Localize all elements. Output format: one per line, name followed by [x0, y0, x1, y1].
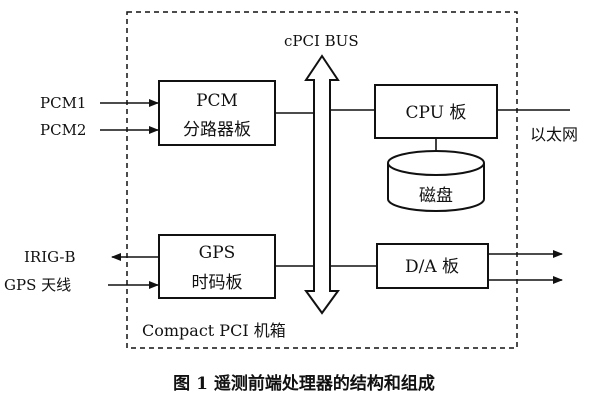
cpci-bus-arrow — [304, 54, 340, 315]
gps-board-line1: GPS — [199, 243, 236, 263]
disk-cylinder — [387, 163, 485, 212]
gps-board-line2: 时码板 — [192, 273, 243, 293]
pcm-splitter-board — [158, 80, 276, 146]
irig-b-label: IRIG-B — [24, 248, 76, 266]
pcm-board-line1: PCM — [196, 91, 238, 111]
gps-antenna-label: GPS 天线 — [4, 276, 71, 294]
chassis-boundary — [126, 11, 518, 349]
bus-label: cPCI BUS — [284, 32, 359, 50]
chassis-label: Compact PCI 机箱 — [142, 321, 286, 340]
disk-label: 磁盘 — [419, 186, 453, 206]
figure-caption: 图 1 遥测前端处理器的结构和组成 — [173, 373, 435, 394]
pcm2-label: PCM2 — [40, 121, 86, 139]
da-board-label: D/A 板 — [405, 257, 459, 277]
disk-top — [387, 150, 485, 176]
cpu-board-label: CPU 板 — [406, 103, 467, 123]
pcm1-label: PCM1 — [40, 94, 86, 112]
pcm-board-line2: 分路器板 — [183, 120, 251, 140]
cpu-board — [374, 84, 498, 139]
ethernet-label: 以太网 — [530, 125, 578, 144]
da-board — [376, 243, 489, 289]
